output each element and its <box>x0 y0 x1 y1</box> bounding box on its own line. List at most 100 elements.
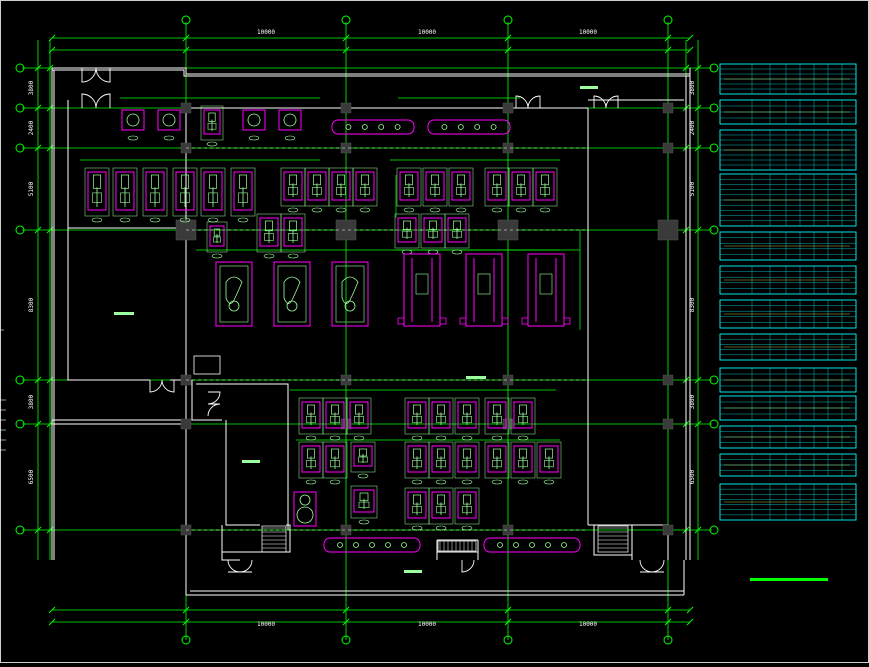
long-unit-roller <box>529 542 535 548</box>
machine-frame <box>457 491 477 519</box>
machine-frame <box>325 445 345 473</box>
axis-bubble <box>341 15 351 25</box>
machine-frame <box>355 171 375 201</box>
machine-base <box>238 192 248 203</box>
table-outline <box>719 231 857 261</box>
multi-station-unit <box>331 261 369 327</box>
axis-bubble <box>15 143 25 153</box>
axis-bubble <box>15 63 25 73</box>
table-outline <box>719 299 857 329</box>
service-lines <box>186 147 588 531</box>
machine-frame <box>283 171 303 201</box>
gym-machine <box>298 397 324 441</box>
machine-clearance <box>444 213 470 249</box>
gym-machine <box>428 397 454 441</box>
machine-base <box>436 505 446 514</box>
machine-tag <box>435 479 447 485</box>
gym-machine <box>422 167 448 213</box>
multi-station-inner <box>277 265 307 323</box>
top-dim-1: 10000 <box>257 29 275 36</box>
door-swings <box>81 67 665 573</box>
machine-base <box>462 459 472 468</box>
table-outline <box>719 333 857 361</box>
long-unit-roller <box>457 124 464 130</box>
structural-column <box>502 102 514 114</box>
right-dim-4: 8300 <box>689 297 696 312</box>
machine-frame <box>407 445 427 473</box>
long-unit-roller <box>369 542 375 548</box>
unit-tag <box>284 135 296 141</box>
gym-machine <box>352 167 378 213</box>
axis-bubble <box>15 375 25 385</box>
gym-machine <box>420 213 446 255</box>
machine-frame <box>209 225 225 247</box>
schedule-table <box>719 425 857 449</box>
gym-machine <box>508 167 534 213</box>
structural-column <box>340 102 352 114</box>
machine-frame <box>457 445 477 473</box>
machine-clearance <box>350 485 378 519</box>
axis-bubble <box>503 15 513 25</box>
rack-bench <box>415 273 429 295</box>
axis-bubble <box>15 225 25 235</box>
gym-machine <box>448 167 474 213</box>
unit-core <box>247 113 261 127</box>
gym-machine <box>454 441 480 485</box>
gym-machine <box>536 441 562 485</box>
rack-foot <box>439 317 447 325</box>
machine-frame <box>407 491 427 519</box>
machine-frame <box>331 171 351 201</box>
bottom-dimensions: 10000 10000 10000 <box>257 621 597 628</box>
rack-unit <box>521 253 571 327</box>
machine-tag <box>435 435 447 441</box>
gym-machine <box>404 397 430 441</box>
machine-seat <box>151 174 159 189</box>
gym-machine <box>322 397 348 441</box>
machine-frame <box>511 171 531 201</box>
machine-base <box>412 505 422 514</box>
machine-tag <box>411 525 423 531</box>
dimension-tick <box>34 104 42 112</box>
schedule-table <box>719 453 857 477</box>
gym-machine <box>396 167 422 213</box>
gym-machine <box>200 167 226 223</box>
left-dim-6: 6500 <box>28 469 35 484</box>
dimension-tick <box>664 618 672 626</box>
unit-frame <box>157 109 181 131</box>
dimension-tick <box>48 46 56 54</box>
gym-machine <box>532 167 558 213</box>
schedule-table <box>719 99 857 125</box>
left-dim-4: 8300 <box>28 297 35 312</box>
schedule-table <box>719 265 857 295</box>
dimension-tick <box>694 376 702 384</box>
right-dim-2: 2400 <box>689 120 696 135</box>
machine-clearance <box>448 167 474 207</box>
gym-machine <box>484 441 510 485</box>
machine-tag <box>429 207 441 213</box>
machine-clearance <box>454 441 480 479</box>
multi-station-frame <box>273 261 311 327</box>
machine-clearance <box>200 167 226 217</box>
machine-tag <box>491 479 503 485</box>
machine-base <box>404 187 414 195</box>
machine-base <box>354 415 364 424</box>
long-unit-roller <box>401 542 407 548</box>
dimension-tick <box>48 34 56 42</box>
machine-base <box>306 415 316 424</box>
machine-frame <box>431 445 451 473</box>
multi-station-detail <box>341 276 359 304</box>
machine-clearance <box>454 487 480 525</box>
schedule-table <box>719 129 857 171</box>
dimension-ticks <box>34 34 702 626</box>
right-dim-1: 3800 <box>689 80 696 95</box>
structural-column <box>662 142 674 154</box>
dimension-tick <box>664 34 672 42</box>
machine-tag <box>515 207 527 213</box>
machine-clearance <box>428 441 454 479</box>
machine-clearance <box>396 167 422 207</box>
gym-machine <box>256 213 282 259</box>
structural-column <box>180 418 192 430</box>
multi-station-frame <box>215 261 253 327</box>
dimension-tick <box>682 64 690 72</box>
